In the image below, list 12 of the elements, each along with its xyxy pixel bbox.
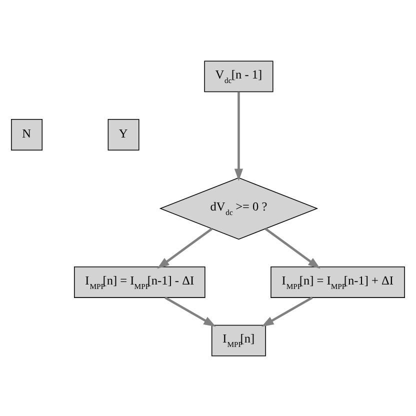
arrow xyxy=(264,227,320,268)
node-box: I$_{MPP}$[n] = I$_{MPP}$[n-1] + ΔI xyxy=(270,266,405,298)
arrow xyxy=(234,91,244,181)
arrow xyxy=(164,296,216,326)
node-diamond: dV$_{dc}$ >= 0 ? xyxy=(159,176,318,240)
arrow xyxy=(261,296,313,326)
node-box: V$_{dc}$[n - 1] xyxy=(204,60,274,92)
node-box: N xyxy=(11,118,43,150)
node-box: I$_{MPP}$[n] = I$_{MPP}$[n-1] - ΔI xyxy=(74,266,206,298)
node-box: Y xyxy=(108,118,140,150)
node-box: I$_{MPP}$[n] xyxy=(211,324,266,356)
arrow xyxy=(157,227,213,268)
